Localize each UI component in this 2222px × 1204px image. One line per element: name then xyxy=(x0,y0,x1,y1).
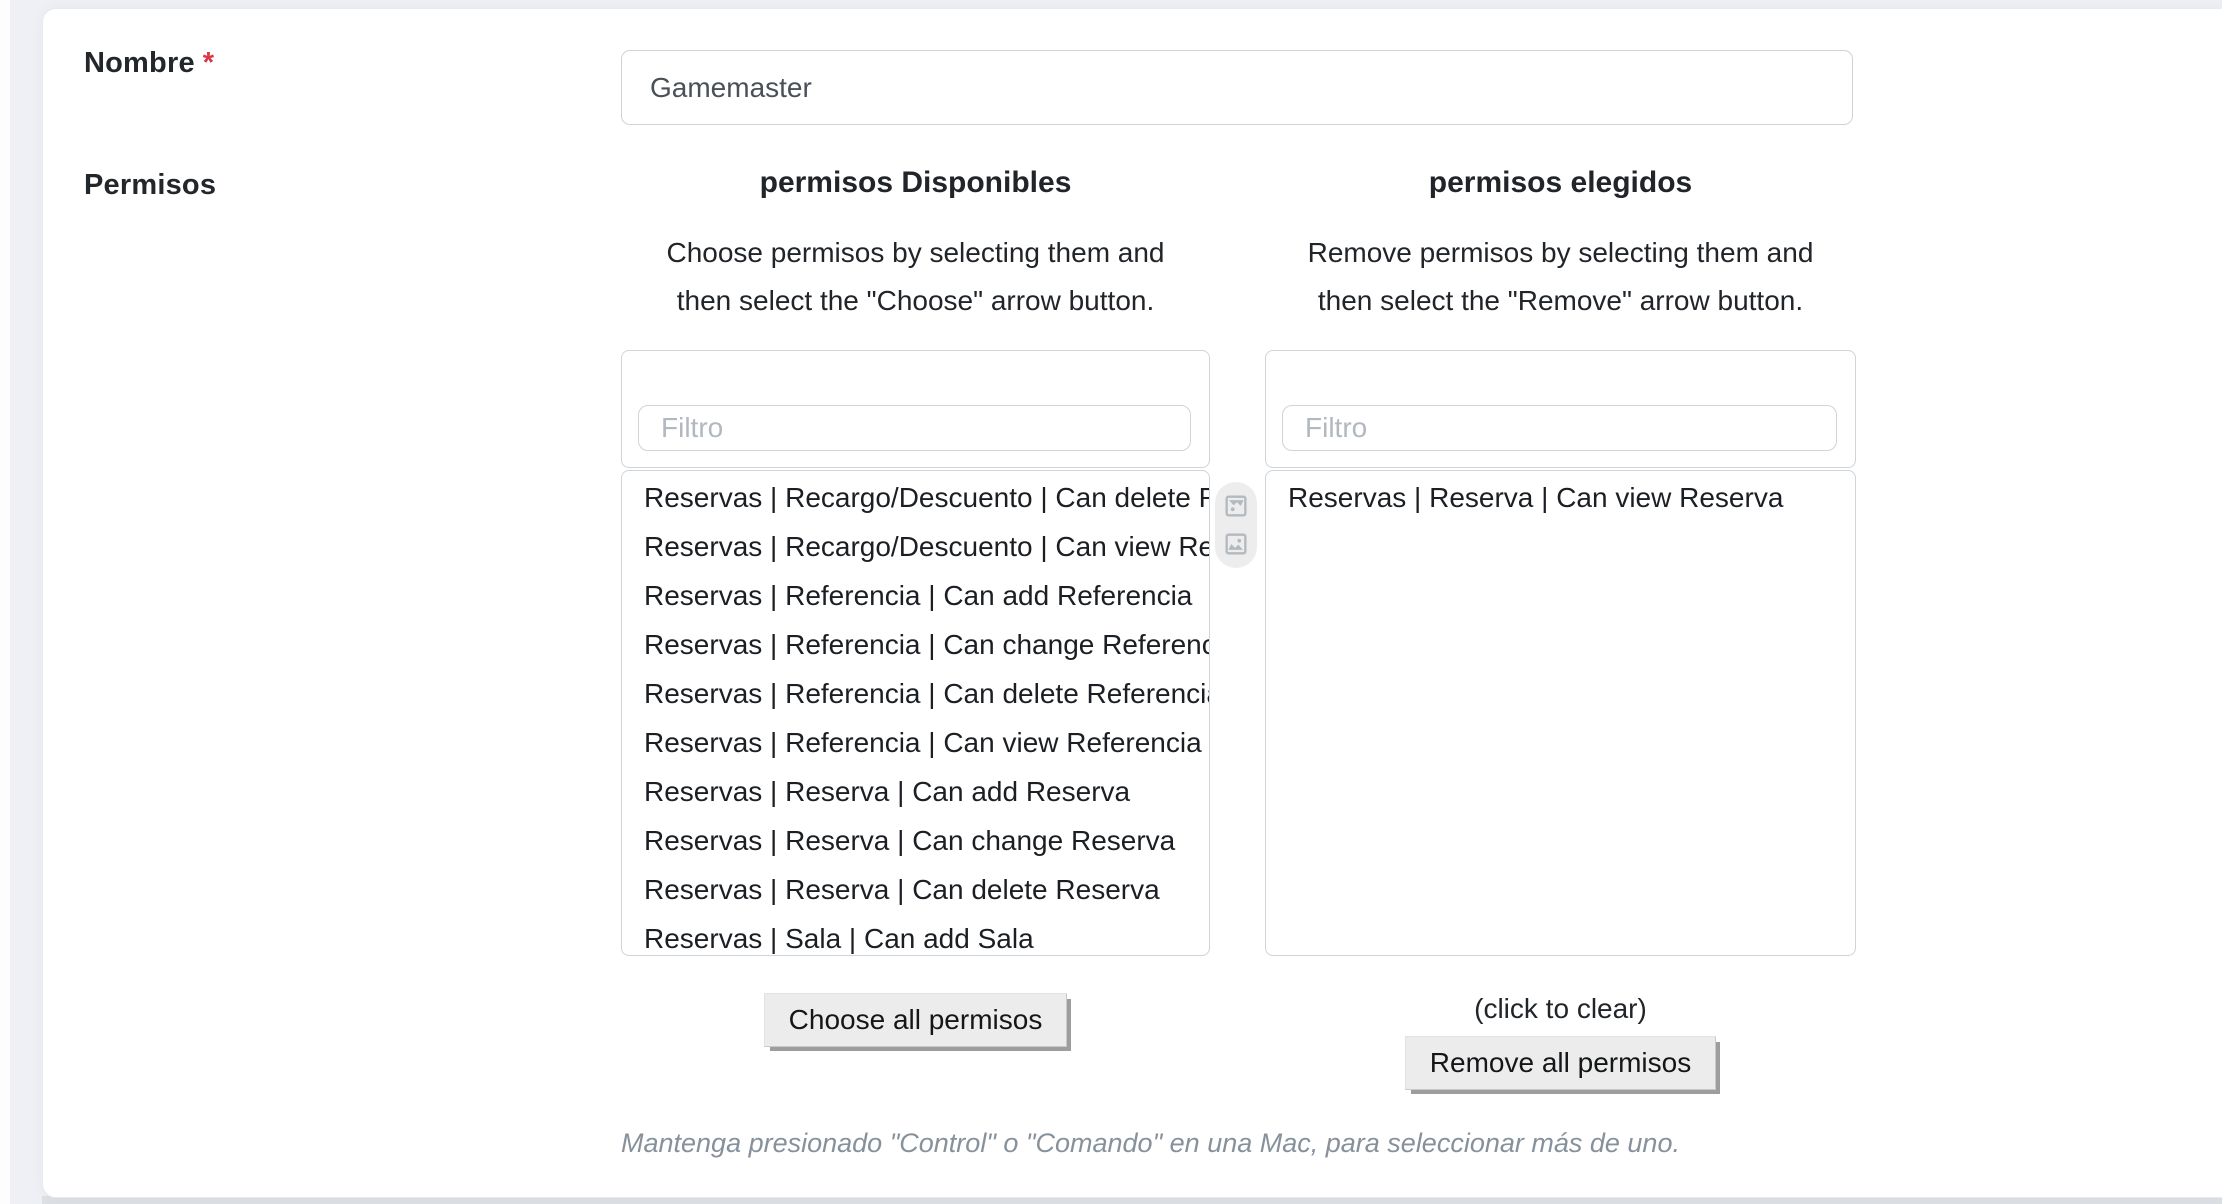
available-permissions-list[interactable]: Reservas | Recargo/Descuento | Can delet… xyxy=(621,470,1210,956)
broken-image-icon xyxy=(1225,495,1247,517)
remove-arrow-button[interactable] xyxy=(1221,529,1251,559)
chosen-help: Remove permisos by selecting them and th… xyxy=(1265,229,1856,325)
available-title: permisos Disponibles xyxy=(759,166,1072,199)
nombre-label-text: Nombre xyxy=(84,47,195,79)
available-filter-box xyxy=(621,350,1210,468)
selector-arrows xyxy=(1215,482,1257,568)
permission-option[interactable]: Reservas | Referencia | Can delete Refer… xyxy=(644,678,1209,709)
available-filter-input[interactable] xyxy=(638,405,1191,451)
chosen-permissions-list[interactable]: Reservas | Reserva | Can view Reserva xyxy=(1265,470,1856,956)
available-help-line1: Choose permisos by selecting them and xyxy=(666,237,1165,268)
nombre-input[interactable] xyxy=(621,50,1853,125)
remove-all-button[interactable]: Remove all permisos xyxy=(1404,1036,1717,1090)
permission-option[interactable]: Reservas | Referencia | Can change Refer… xyxy=(644,629,1209,660)
permission-option[interactable]: Reservas | Reserva | Can view Reserva xyxy=(1288,482,1784,513)
permission-option[interactable]: Reservas | Reserva | Can add Reserva xyxy=(644,776,1131,807)
permisos-label-text: Permisos xyxy=(84,169,217,201)
horizontal-scrollbar-track[interactable] xyxy=(42,1196,2222,1204)
permission-option[interactable]: Reservas | Reserva | Can delete Reserva xyxy=(644,874,1160,905)
available-help-line2: then select the "Choose" arrow button. xyxy=(676,285,1155,316)
choose-arrow-button[interactable] xyxy=(1221,491,1251,521)
permission-option[interactable]: Reservas | Recargo/Descuento | Can view … xyxy=(644,531,1209,562)
chosen-help-line1: Remove permisos by selecting them and xyxy=(1307,237,1814,268)
available-help: Choose permisos by selecting them and th… xyxy=(621,229,1210,325)
click-to-clear-link[interactable]: (click to clear) xyxy=(1474,993,1647,1024)
chosen-filter-box xyxy=(1265,350,1856,468)
nombre-label: Nombre* xyxy=(84,47,214,80)
choose-all-button[interactable]: Choose all permisos xyxy=(763,993,1068,1047)
permission-option[interactable]: Reservas | Reserva | Can change Reserva xyxy=(644,825,1176,856)
permission-option[interactable]: Reservas | Recargo/Descuento | Can delet… xyxy=(644,482,1209,513)
permission-option[interactable]: Reservas | Referencia | Can view Referen… xyxy=(644,727,1202,758)
form-card: Nombre* Permisos permisos Disponibles Ch… xyxy=(42,8,2222,1198)
permisos-label: Permisos xyxy=(84,169,216,202)
chosen-filter-input[interactable] xyxy=(1282,405,1837,451)
permission-option[interactable]: Reservas | Sala | Can add Sala xyxy=(644,923,1034,954)
chosen-help-line2: then select the "Remove" arrow button. xyxy=(1317,285,1804,316)
page-left-edge xyxy=(0,0,10,1204)
multi-select-help-text: Mantenga presionado "Control" o "Comando… xyxy=(621,1128,1680,1158)
permission-option[interactable]: Reservas | Referencia | Can add Referenc… xyxy=(644,580,1193,611)
chosen-title: permisos elegidos xyxy=(1428,166,1693,199)
broken-image-icon xyxy=(1225,533,1247,555)
required-asterisk: * xyxy=(202,47,215,79)
